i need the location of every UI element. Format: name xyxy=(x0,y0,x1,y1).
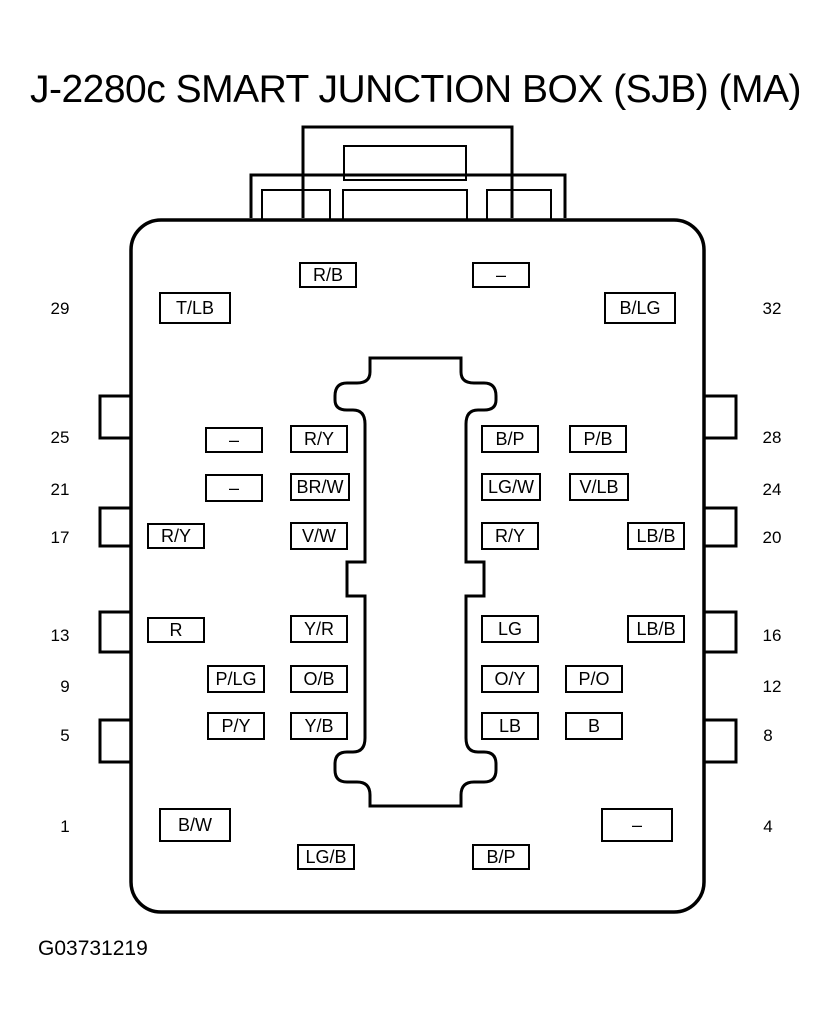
wire-label-pin-28: P/B xyxy=(569,425,627,453)
wire-label-pin-22: BR/W xyxy=(290,473,350,501)
wire-label-pin-15: LG xyxy=(481,615,539,643)
wire-label-pin-25: – xyxy=(205,427,263,453)
pin-number-20: 20 xyxy=(762,528,782,547)
pin-number-21: 21 xyxy=(50,480,70,499)
wire-label-pin-1: B/W xyxy=(159,808,231,842)
wire-label-pin-9: P/LG xyxy=(207,665,265,693)
wire-label-pin-17: R/Y xyxy=(147,523,205,549)
wire-label-top-left: R/B xyxy=(299,262,357,288)
wire-label-pin-8: B xyxy=(565,712,623,740)
wire-label-pin-14: Y/R xyxy=(290,615,348,643)
wire-label-pin-27: B/P xyxy=(481,425,539,453)
pin-number-17: 17 xyxy=(50,528,70,547)
wire-label-pin-20: LB/B xyxy=(627,522,685,550)
wire-label-pin-10: O/B xyxy=(290,665,348,693)
pin-number-24: 24 xyxy=(762,480,782,499)
pin-number-13: 13 xyxy=(50,626,70,645)
wire-label-pin-11: O/Y xyxy=(481,665,539,693)
pin-number-16: 16 xyxy=(762,626,782,645)
pin-number-32: 32 xyxy=(762,299,782,318)
pin-number-4: 4 xyxy=(763,817,773,836)
pin-number-9: 9 xyxy=(60,677,70,696)
wire-label-pin-21: – xyxy=(205,474,263,502)
pin-number-29: 29 xyxy=(50,299,70,318)
pin-number-8: 8 xyxy=(763,726,773,745)
wire-label-pin-16: LB/B xyxy=(627,615,685,643)
wire-label-pin-5: P/Y xyxy=(207,712,265,740)
diagram-title: J-2280c SMART JUNCTION BOX (SJB) (MA) xyxy=(30,68,802,111)
wire-label-top-right: – xyxy=(472,262,530,288)
wire-label-pin-13: R xyxy=(147,617,205,643)
wire-label-pin-26: R/Y xyxy=(290,425,348,453)
wire-label-pin-19: R/Y xyxy=(481,522,539,550)
wire-label-pin-6: Y/B xyxy=(290,712,348,740)
pin-number-5: 5 xyxy=(60,726,70,745)
wire-label-pin-12: P/O xyxy=(565,665,623,693)
wire-label-pin-32: B/LG xyxy=(604,292,676,324)
pin-number-12: 12 xyxy=(762,677,782,696)
pin-number-28: 28 xyxy=(762,428,782,447)
wire-label-pin-18: V/W xyxy=(290,522,348,550)
pin-number-25: 25 xyxy=(50,428,70,447)
pin-number-1: 1 xyxy=(60,817,70,836)
wire-label-pin-24: V/LB xyxy=(569,473,629,501)
wire-label-pin-23: LG/W xyxy=(481,473,541,501)
wire-label-pin-4: – xyxy=(601,808,673,842)
wire-label-bottom-left: LG/B xyxy=(297,844,355,870)
figure-id: G03731219 xyxy=(38,937,148,960)
wire-label-pin-7: LB xyxy=(481,712,539,740)
wire-label-bottom-right: B/P xyxy=(472,844,530,870)
wire-label-pin-29: T/LB xyxy=(159,292,231,324)
